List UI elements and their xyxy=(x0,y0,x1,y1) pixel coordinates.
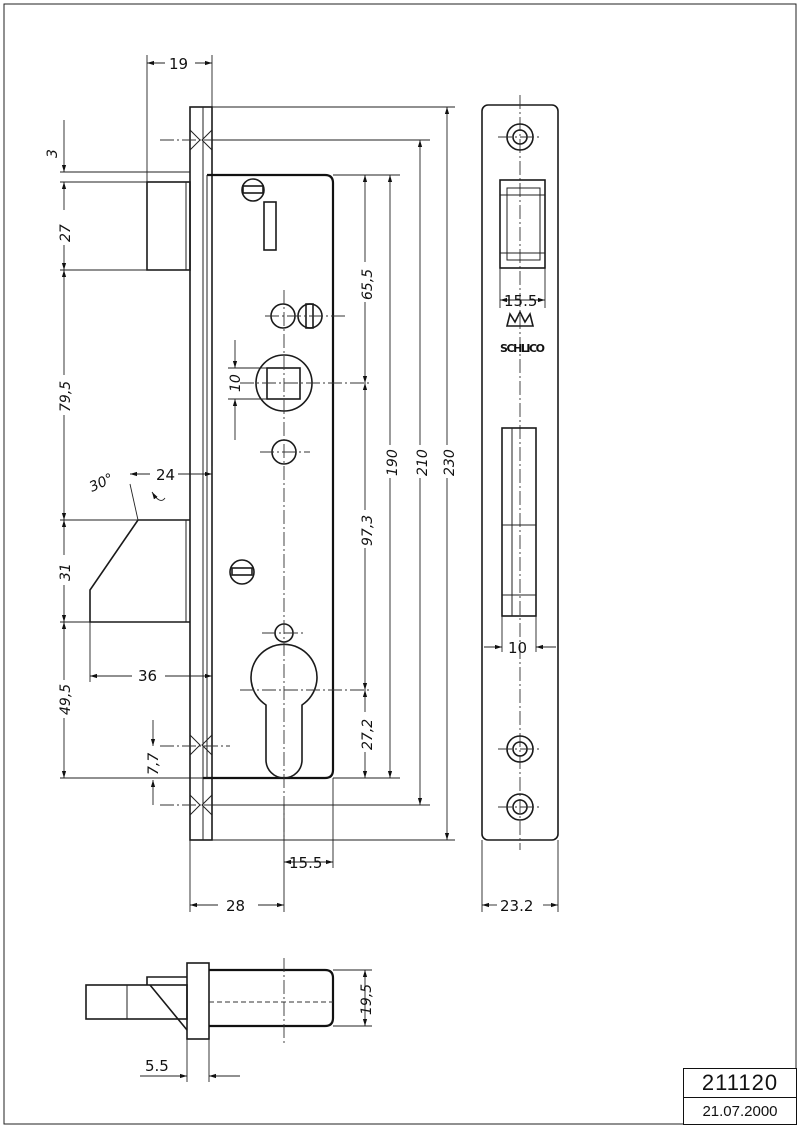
dim-210: 210 xyxy=(415,449,431,476)
dim-27-2: 27,2 xyxy=(360,719,376,750)
dimensions-side: 19 3 27 79,5 31 49,5 7,7 xyxy=(45,55,458,915)
follower-square xyxy=(266,367,301,400)
dim-23-2: 23.2 xyxy=(500,897,533,915)
brand-logo: SCHLICO xyxy=(500,310,545,355)
top-view-bolt xyxy=(85,984,188,1020)
dim-30deg: 30° xyxy=(87,471,116,496)
drawing-date: 21.07.2000 xyxy=(702,1102,778,1120)
faceplate-bolt-opening xyxy=(501,427,537,617)
dim-31: 31 xyxy=(58,563,74,581)
dim-15-5-plate: 15.5 xyxy=(504,292,537,310)
title-block: 211120 21.07.2000 xyxy=(683,1068,797,1125)
dim-3: 3 xyxy=(45,149,61,158)
dim-10-plate: 10 xyxy=(508,639,527,657)
dim-36: 36 xyxy=(138,667,157,685)
screw-lower xyxy=(229,559,255,585)
dim-65-5: 65,5 xyxy=(360,269,376,300)
dim-79-5: 79,5 xyxy=(58,381,74,412)
screw-top xyxy=(241,178,265,202)
dim-190: 190 xyxy=(385,449,401,476)
top-view-faceplate xyxy=(186,962,210,1040)
dim-97-3: 97,3 xyxy=(360,515,376,546)
dim-5-5: 5.5 xyxy=(145,1057,169,1075)
dim-49-5: 49,5 xyxy=(58,684,74,715)
cylinder-cutout xyxy=(250,643,318,779)
faceplate-front-view: 15.5 SCHLICO 10 23.2 xyxy=(481,95,559,915)
faceplate xyxy=(189,106,213,841)
dim-28: 28 xyxy=(226,897,245,915)
svg-text:SCHLICO: SCHLICO xyxy=(500,342,545,355)
dim-19: 19 xyxy=(169,55,188,73)
lock-side-view xyxy=(89,106,370,841)
dim-27: 27 xyxy=(58,224,74,242)
crown-icon xyxy=(505,310,535,327)
dim-10-follower: 10 xyxy=(228,374,244,392)
sheet-border xyxy=(3,3,797,1125)
dim-24: 24 xyxy=(156,466,175,484)
dim-19-5: 19,5 xyxy=(359,984,375,1015)
lock-case xyxy=(203,173,335,780)
lock-top-view: 19,5 5.5 xyxy=(85,958,375,1082)
top-view-case xyxy=(209,968,335,1028)
slot xyxy=(263,201,277,251)
drawing-number: 211120 xyxy=(684,1069,796,1098)
dim-230: 230 xyxy=(442,449,458,476)
dim-7-7: 7,7 xyxy=(146,753,162,775)
latch-bolt-bevelled xyxy=(89,519,190,623)
faceplate-latch-opening xyxy=(499,179,546,269)
latch-bolt-top xyxy=(146,181,191,271)
dim-15-5-bottom: 15.5 xyxy=(289,854,322,872)
